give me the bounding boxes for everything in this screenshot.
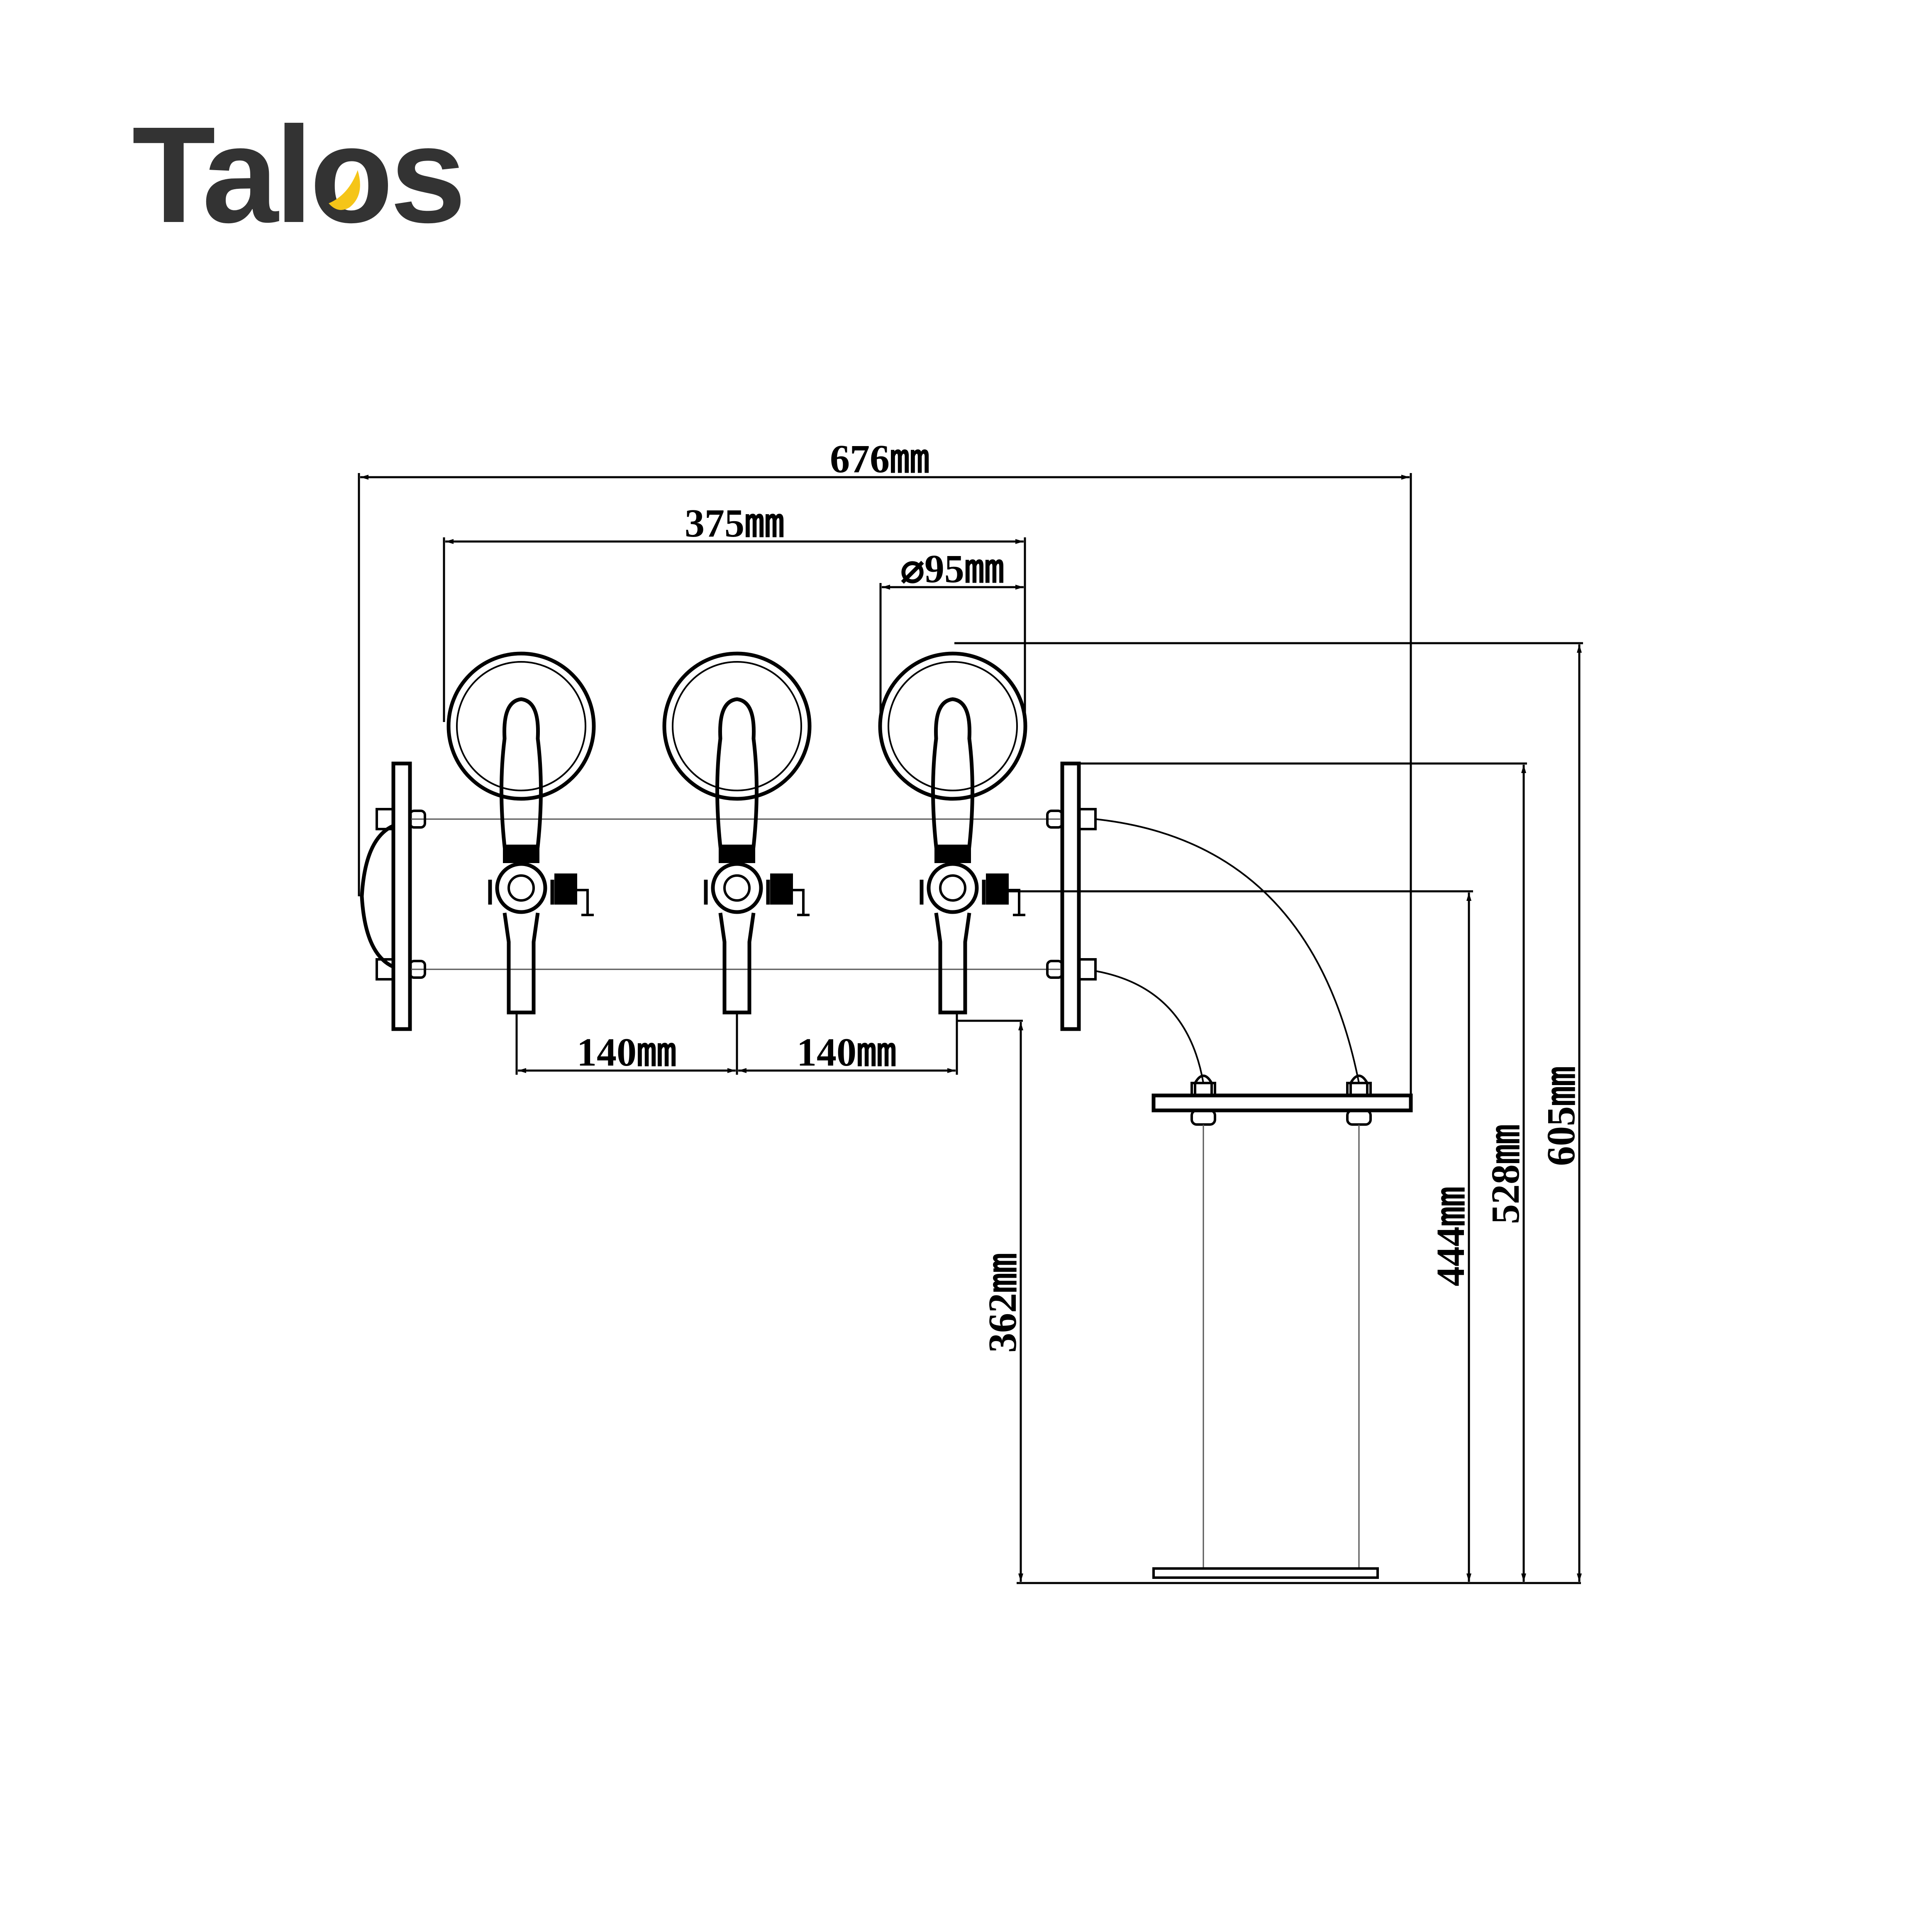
medallion [446, 651, 596, 801]
base-plate [1152, 1567, 1379, 1579]
label-medallion-diameter: ⌀95㎜ [900, 546, 1004, 591]
mounting-flange [1151, 1093, 1413, 1112]
support-arc-inner [1095, 970, 1204, 1083]
handle-collar [719, 846, 755, 863]
medallion [878, 651, 1027, 801]
medallion [662, 651, 812, 801]
valve-body [927, 862, 979, 914]
tap-handle [931, 697, 974, 849]
tap-handle [715, 697, 759, 849]
label-height-overall: 605㎜ [1539, 1066, 1583, 1166]
left-end-cap [360, 824, 394, 969]
dimension-lines [358, 473, 1583, 1584]
tower-body [360, 761, 1413, 1579]
label-height-valve: 444㎜ [1428, 1187, 1473, 1286]
spout [503, 912, 540, 1015]
valve-body [711, 862, 763, 914]
label-tap-spacing-left: 140㎜ [577, 1030, 676, 1074]
brand-name: Talos [132, 98, 463, 251]
spout [718, 912, 756, 1015]
label-height-column-top: 528㎜ [1483, 1125, 1527, 1224]
logo-accent-drop [329, 170, 360, 210]
flow-knob [554, 873, 577, 905]
left-end-plate [391, 761, 412, 1031]
dimension-labels: 676㎜ 375㎜ ⌀95㎜ 140㎜ 140㎜ 362㎜ 444㎜ 528㎜ … [577, 437, 1583, 1353]
brand-logo: Talos [132, 98, 466, 251]
tap-handle [500, 697, 543, 849]
flange-bolts [1190, 1074, 1372, 1126]
label-overall-width: 676㎜ [830, 437, 929, 481]
support-arc-outer [1095, 818, 1360, 1083]
valve-body [495, 862, 547, 914]
spout [934, 912, 971, 1015]
label-height-spout: 362㎜ [980, 1253, 1025, 1353]
tap-left [446, 651, 596, 1015]
tap-right [878, 651, 1027, 1015]
label-taps-span: 375㎜ [685, 501, 784, 545]
flow-knob [986, 873, 1009, 905]
handle-collar [934, 846, 971, 863]
right-end-plate [1060, 761, 1081, 1031]
label-tap-spacing-right: 140㎜ [797, 1030, 896, 1074]
flow-knob [770, 873, 793, 905]
tap-center [662, 651, 812, 1015]
handle-collar [503, 846, 539, 863]
